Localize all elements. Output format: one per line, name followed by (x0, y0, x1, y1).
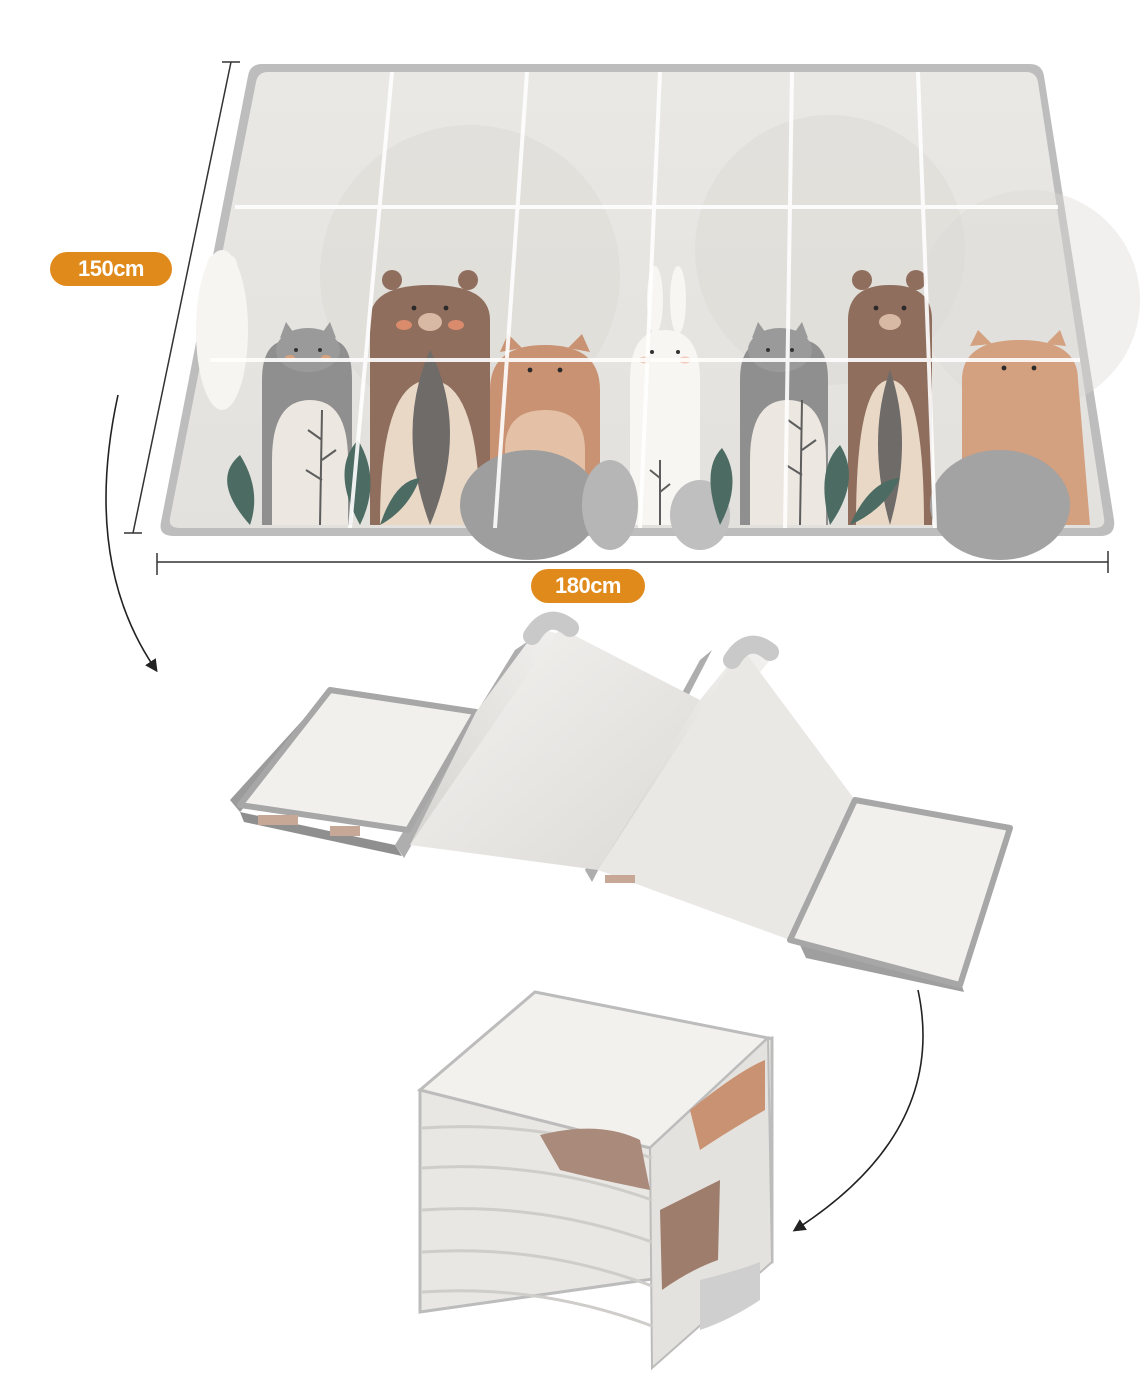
bunny-left (196, 250, 248, 410)
fold-panel-5 (598, 648, 855, 940)
mat-fold-grid (210, 71, 1080, 529)
fold-arrow-1 (105, 394, 158, 673)
fold-panel-3 (410, 628, 700, 870)
foreground-leaves (227, 440, 900, 525)
height-dimension-badge: 150cm (50, 252, 172, 286)
width-dimension-line (156, 551, 1109, 575)
cat-left (262, 322, 352, 525)
zigzag-folding-mat (230, 611, 1013, 992)
fold-panel-1 (237, 687, 479, 833)
folded-stack (416, 990, 774, 1371)
width-dimension-badge: 180cm (531, 569, 645, 603)
foreground-ferns (305, 399, 817, 526)
fold-arrow-2 (792, 989, 924, 1232)
fold-panel-6 (787, 797, 1013, 988)
bear-right (848, 270, 932, 525)
height-dimension-line (124, 61, 240, 534)
unfolded-mat (160, 64, 1140, 560)
leaf-tall-left (412, 350, 450, 525)
